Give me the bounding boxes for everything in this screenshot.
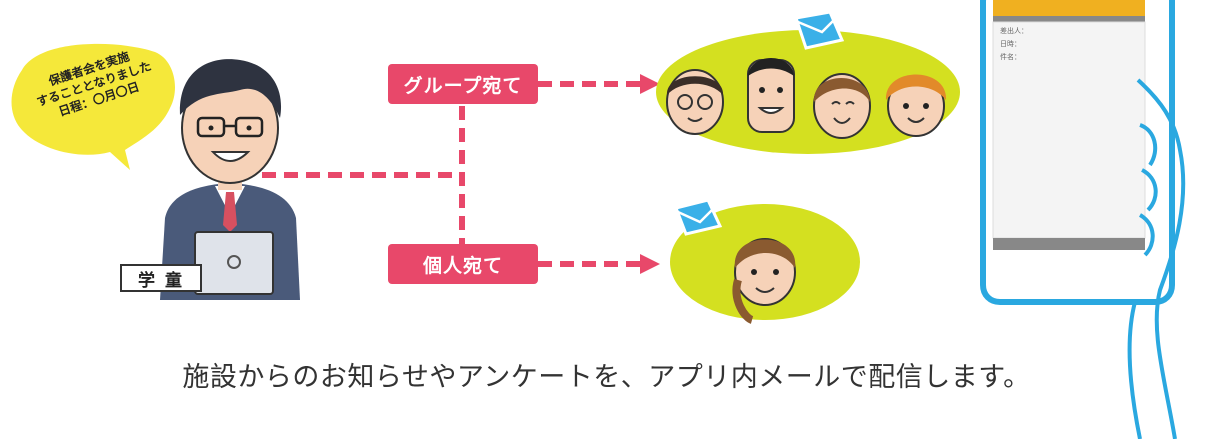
face-2 xyxy=(747,58,795,133)
email-date: 日時： xyxy=(1000,40,1021,48)
arrow-heads xyxy=(640,74,660,274)
email-from: 差出人： xyxy=(1000,27,1028,35)
group-recipients xyxy=(656,10,960,154)
group-label: グループ宛て xyxy=(388,64,538,104)
speech-bubble xyxy=(11,43,175,170)
envelope-icon xyxy=(794,10,845,50)
caption: 施設からのお知らせやアンケートを、アプリ内メールで配信します。 xyxy=(182,362,1031,393)
face-1 xyxy=(666,69,724,135)
connector-lines xyxy=(262,81,640,267)
email-subject: 件名： xyxy=(1000,53,1021,61)
envelope-icon xyxy=(673,198,723,236)
individual-recipient xyxy=(670,198,860,324)
staff-person-illustration xyxy=(160,59,300,300)
staff-badge: 学童 xyxy=(120,264,202,292)
phone-email-content: 差出人： 日時： 件名： xyxy=(1000,26,1138,65)
face-4 xyxy=(885,74,947,137)
smartphone-illustration xyxy=(980,0,1186,439)
face-3 xyxy=(813,73,871,139)
individual-label: 個人宛て xyxy=(388,244,538,284)
